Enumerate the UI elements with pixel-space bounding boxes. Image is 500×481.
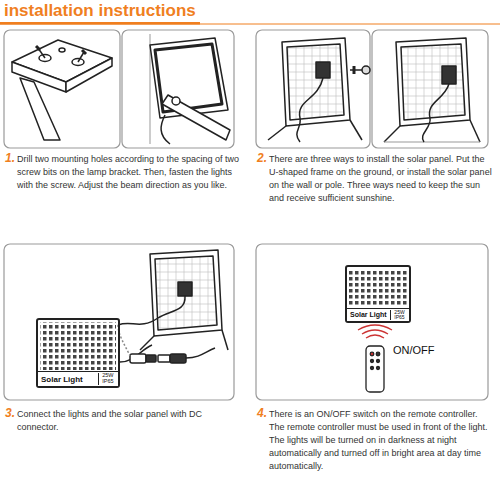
lamp-side <box>150 34 230 144</box>
step-number: 1. <box>5 152 15 165</box>
product-name: Solar Light <box>41 375 83 384</box>
step-text: Drill two mounting holes according to th… <box>17 153 245 192</box>
spec-text: 25W IP65 <box>98 373 115 385</box>
solar-panel <box>384 38 480 142</box>
solar-panel <box>268 38 370 142</box>
step-number: 3. <box>5 407 15 420</box>
solar-lamp: Solar Light25W IP65 <box>345 265 411 323</box>
step-text: Connect the lights and the solar panel w… <box>17 408 242 434</box>
page-title: installation instructions <box>4 1 196 21</box>
remote-control <box>358 325 392 392</box>
spec-text: 25W IP65 <box>390 310 406 321</box>
name-plate: Solar Light 25W IP65 <box>38 371 118 386</box>
solar-panel <box>118 250 228 350</box>
product-name: Solar Light <box>350 311 387 318</box>
solar-lamp: Solar Light 25W IP65 <box>36 318 120 388</box>
step-number: 2. <box>257 152 267 165</box>
led-array <box>349 269 407 307</box>
lamp-bracket <box>12 40 112 140</box>
panel-frame <box>4 30 488 400</box>
dc-connector <box>118 325 215 363</box>
step-text: There is an ON/OFF switch on the remote … <box>269 408 495 473</box>
title-rule <box>0 24 500 25</box>
led-array <box>40 322 116 370</box>
step-number: 4. <box>257 407 267 420</box>
switch-label: ON/OFF <box>393 344 435 357</box>
name-plate: Solar Light25W IP65 <box>347 308 409 322</box>
step-text: There are three ways to install the sola… <box>269 153 495 205</box>
